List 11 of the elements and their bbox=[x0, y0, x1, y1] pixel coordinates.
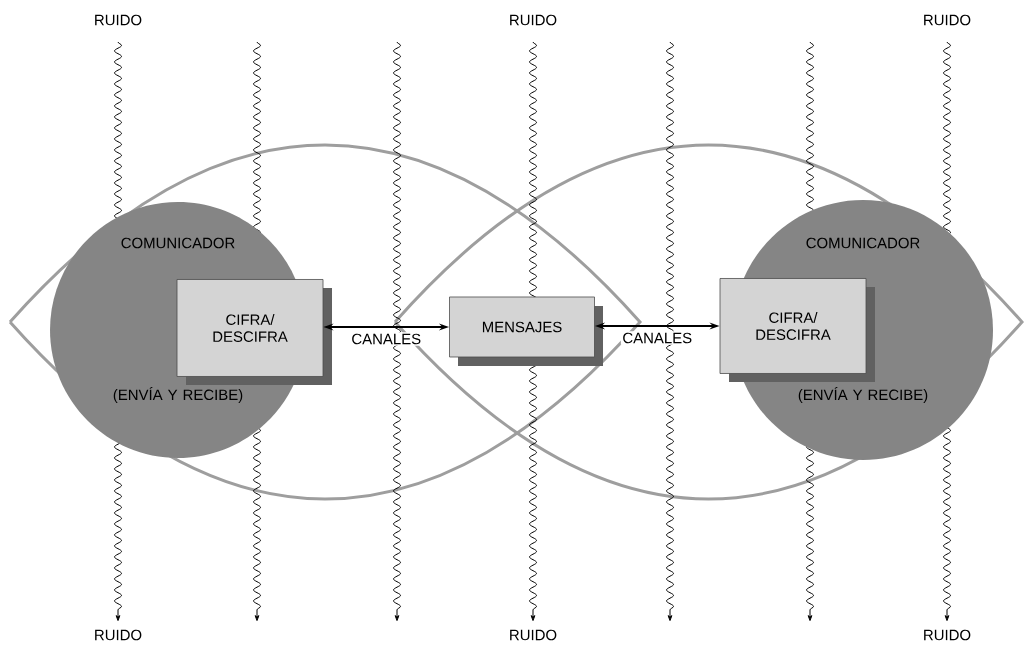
edge-label: CANALES bbox=[620, 331, 694, 345]
noise-label: RUIDO bbox=[95, 629, 142, 641]
process-box: CIFRA/ DESCIFRA bbox=[176, 279, 332, 385]
noise-label: RUIDO bbox=[924, 14, 971, 26]
edge-label: CANALES bbox=[349, 332, 423, 346]
noise-label: RUIDO bbox=[95, 14, 142, 26]
noise-label: RUIDO bbox=[510, 629, 557, 641]
noise-label: RUIDO bbox=[510, 14, 557, 26]
noise-label: RUIDO bbox=[924, 629, 971, 641]
process-box: MENSAJES bbox=[449, 296, 603, 366]
process-box: CIFRA/ DESCIFRA bbox=[719, 278, 875, 382]
